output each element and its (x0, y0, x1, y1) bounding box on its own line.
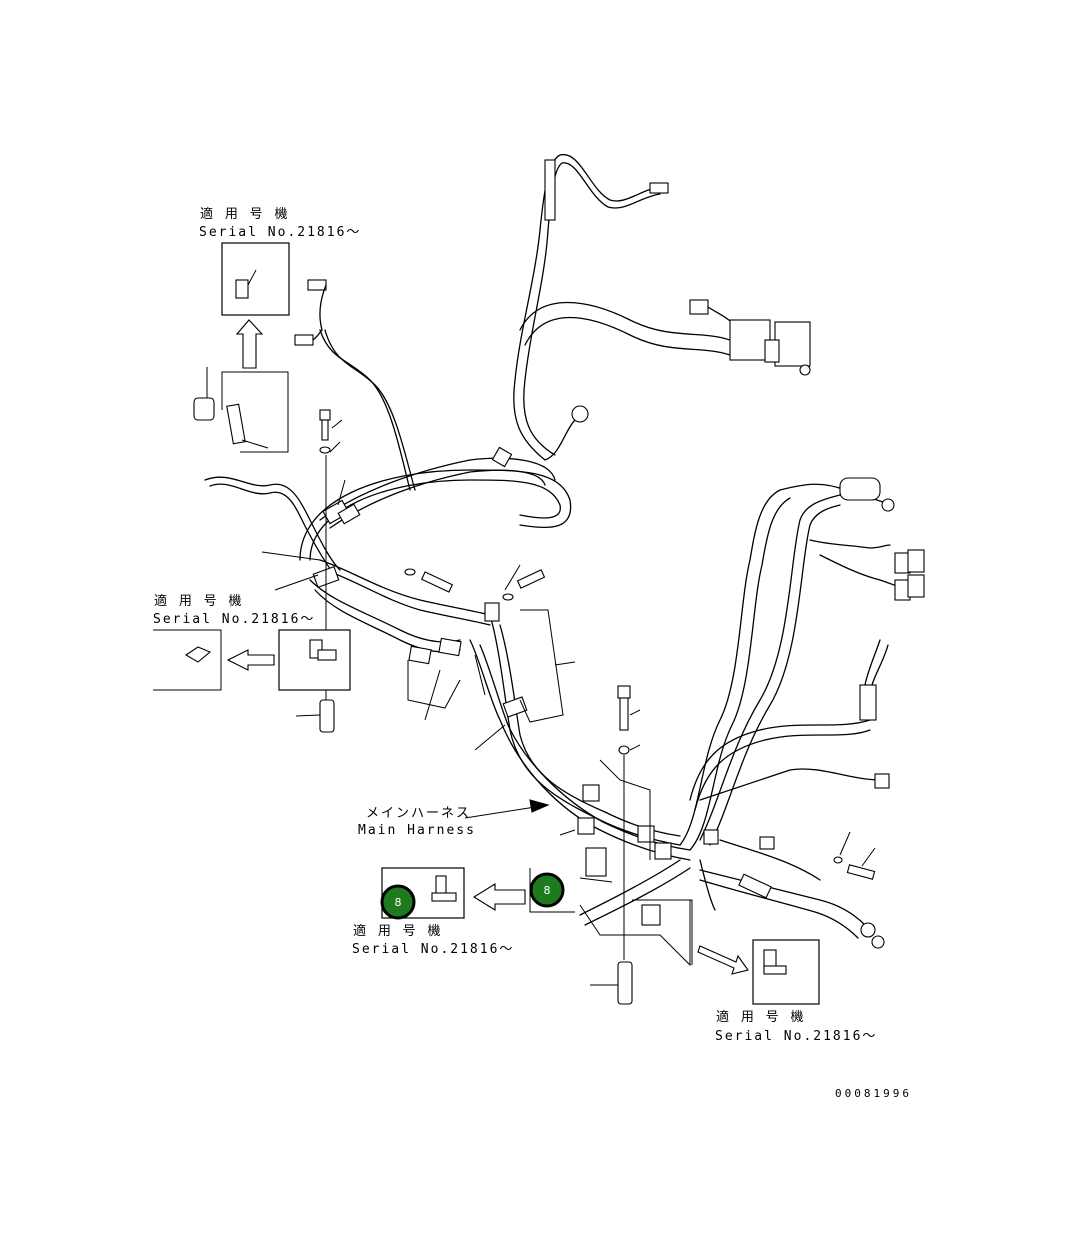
detail-box-bottom-left (381, 847, 613, 919)
badge-right[interactable]: 8 (529, 872, 565, 908)
main-harness-pointer (464, 799, 550, 819)
callout-mid-left-serial: Serial No.21816～ (153, 612, 315, 627)
badge-left[interactable]: 8 (380, 884, 416, 920)
detail-box-bottom-right (632, 899, 820, 1005)
callout-bottom-right-jp: 適 用 号 機 (716, 1009, 805, 1025)
callout-mid-left-jp: 適 用 号 機 (154, 593, 243, 609)
badge-right-circle (529, 872, 565, 908)
callout-top-left-serial: Serial No.21816～ (199, 225, 361, 240)
badge-right-label: 8 (544, 884, 551, 897)
callout-bottom-left-serial: Serial No.21816～ (352, 942, 514, 957)
callout-top-left-jp: 適 用 号 機 (200, 206, 289, 222)
badge-left-label: 8 (395, 896, 402, 909)
main-harness-drawing (204, 154, 925, 949)
detail-box-mid-left (153, 629, 351, 691)
detail-box-top-left (221, 242, 290, 453)
main-harness-label: Main Harness (358, 823, 476, 838)
callout-bottom-right-serial: Serial No.21816～ (715, 1029, 877, 1044)
badge-left-circle (380, 884, 416, 920)
hardware-parts (193, 367, 876, 1005)
callout-bottom-left-jp: 適 用 号 機 (353, 923, 442, 939)
drawing-code: 00081996 (835, 1087, 912, 1100)
main-harness-jp-label: メインハーネス (366, 806, 471, 821)
